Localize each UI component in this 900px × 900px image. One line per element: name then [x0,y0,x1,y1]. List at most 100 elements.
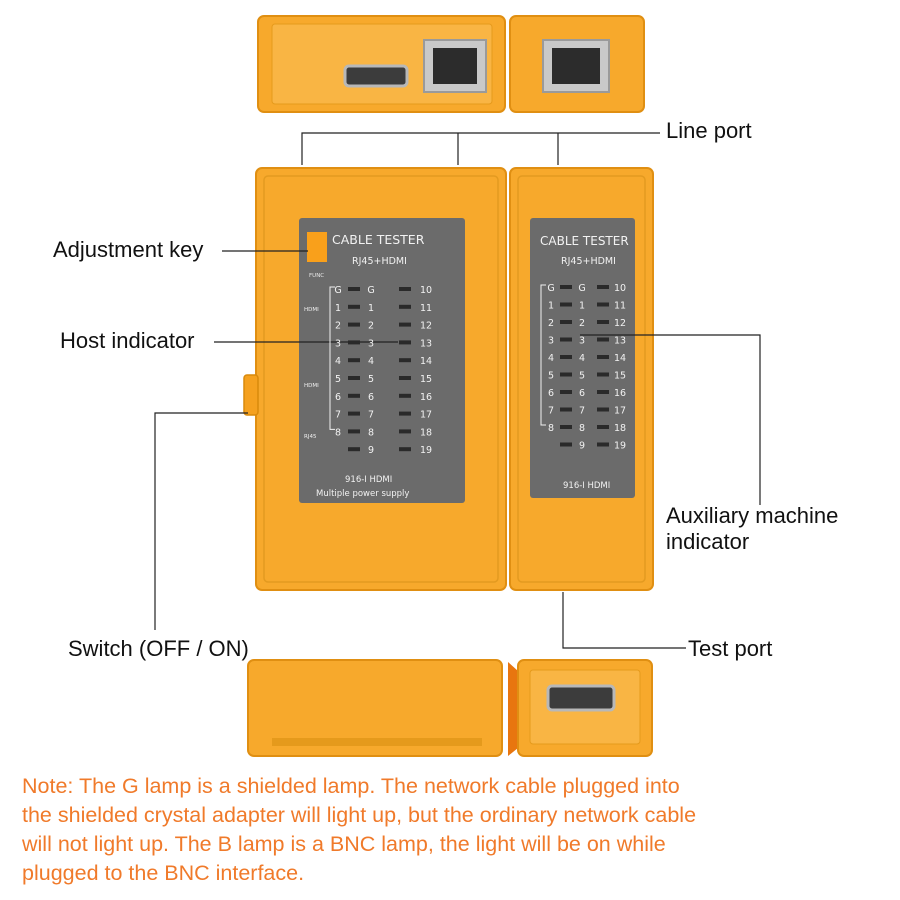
rj45-port-aux-opening [552,48,600,84]
aux-row-label-left: 3 [548,336,554,347]
aux-row-label-mid: 6 [579,388,585,399]
aux-row-label-right: 18 [614,423,626,434]
auxiliary-machine-indicator-label-line1: Auxiliary machine [666,503,839,528]
host-led [348,287,360,291]
host-side-label-hdmi-2: HDMI [304,383,319,389]
aux-led [560,302,572,307]
host-row-label-mid: 5 [368,374,374,385]
aux-led-bracket [540,284,546,426]
host-side-label-rj45: RJ45 [304,434,317,440]
aux-row-label-left: 2 [548,318,554,329]
host-led [348,393,360,398]
aux-row-label-mid: 7 [579,406,585,417]
host-indicator-label: Host indicator [60,328,195,353]
aux-row-label-left: 6 [548,388,554,399]
note-text: Note: The G lamp is a shielded lamp. The… [22,772,882,888]
aux-row-label-mid: 1 [579,301,585,312]
aux-row-label-left: 7 [548,406,554,417]
aux-row-label-mid: 9 [579,441,585,452]
aux-led [597,285,609,289]
aux-row-label-left: G [547,283,554,294]
aux-led [560,355,572,359]
aux-led [560,390,572,394]
aux-row-label-left: 4 [548,353,554,364]
host-led [348,340,360,345]
host-row-label-mid: 7 [368,410,374,421]
host-row-label-right: 14 [420,356,432,367]
host-led [399,393,411,398]
aux-panel-model: 916-I HDMI [563,481,610,491]
aux-row-label-right: 13 [614,336,626,347]
host-led [348,429,360,434]
top-view [257,15,645,113]
host-row-label-right: 11 [420,303,432,314]
host-row-label-mid: G [367,285,374,296]
aux-row-label-right: 15 [614,371,626,382]
note-line: the shielded crystal adapter will light … [22,803,697,827]
host-row-label-mid: 9 [368,445,374,456]
host-side-label-hdmi: HDMI [304,307,319,313]
aux-led [597,407,609,412]
host-led [348,411,360,416]
aux-led [560,337,572,342]
aux-row-label-right: 19 [614,441,626,452]
host-row-label-left: 2 [335,321,341,332]
host-panel [299,218,465,503]
host-row-label-right: 16 [420,392,432,403]
aux-led [597,390,609,394]
host-bottom-groove [272,738,482,746]
host-row-label-mid: 8 [368,427,374,438]
aux-row-label-right: 16 [614,388,626,399]
host-led [399,340,411,345]
host-row-label-left: G [334,285,341,296]
aux-row-label-mid: G [578,283,585,294]
aux-row-label-mid: 3 [579,336,585,347]
aux-row-label-mid: 4 [579,353,585,364]
note-line: Note: The G lamp is a shielded lamp. The… [22,774,680,798]
line-port-label: Line port [666,118,752,143]
host-row-label-mid: 3 [368,338,374,349]
adjustment-key-label: Adjustment key [53,237,204,262]
host-row-label-right: 10 [420,285,432,296]
host-row-label-right: 15 [420,374,432,385]
host-panel-subtitle: RJ45+HDMI [352,256,407,267]
host-led [399,322,411,327]
host-row-label-right: 18 [420,427,432,438]
aux-row-label-right: 14 [614,353,626,364]
host-row-label-left: 7 [335,410,341,421]
aux-row-label-left: 8 [548,423,554,434]
host-led-bracket [329,286,335,430]
test-port-label: Test port [688,636,773,661]
host-led [348,322,360,327]
aux-led [560,442,572,447]
aux-panel-title: CABLE TESTER [540,234,629,248]
line-port-leader [301,132,660,165]
func-key [307,232,327,262]
aux-led [597,442,609,447]
host-row-label-mid: 6 [368,392,374,403]
aux-led [597,355,609,359]
host-row-label-mid: 2 [368,321,374,332]
aux-row-label-mid: 8 [579,423,585,434]
aux-row-label-right: 17 [614,406,626,417]
aux-row-label-left: 1 [548,301,554,312]
hdmi-port-bottom [546,684,616,712]
aux-row-label-right: 10 [614,283,626,294]
host-row-label-left: 6 [335,392,341,403]
host-row-label-right: 13 [420,338,432,349]
aux-led [597,302,609,307]
bottom-view [247,659,653,757]
host-row-label-left: 8 [335,427,341,438]
aux-led [597,372,609,377]
host-panel-model: 916-I HDMI [345,475,392,485]
aux-led [560,372,572,377]
aux-row-label-mid: 2 [579,318,585,329]
host-panel-title: CABLE TESTER [332,232,425,247]
host-led [399,411,411,416]
aux-row-label-right: 12 [614,318,626,329]
switch-label: Switch (OFF / ON) [68,636,249,661]
leader-lines [154,132,761,649]
hdmi-port-top [343,64,409,88]
aux-led [597,425,609,429]
